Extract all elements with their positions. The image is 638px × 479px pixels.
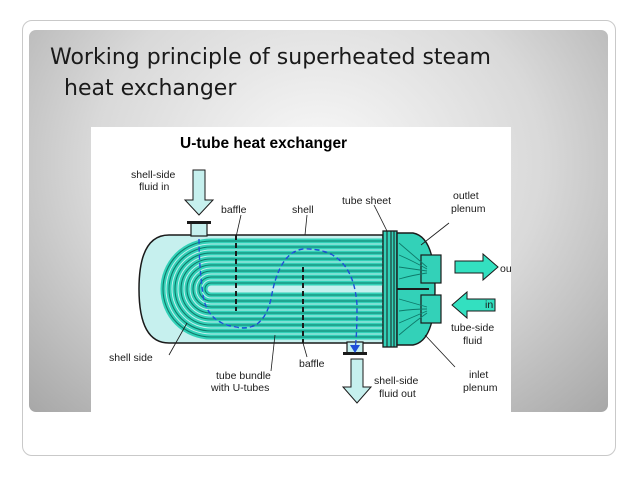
tube-fluid-out-arrow — [454, 252, 499, 282]
label-shell: shell — [292, 204, 314, 216]
label-tube-side-fluid-2: fluid — [463, 335, 482, 347]
label-tube-side-fluid-1: tube-side — [451, 322, 494, 334]
slide-title: Working principle of superheated steam h… — [50, 42, 570, 104]
label-tube-sheet: tube sheet — [342, 195, 391, 207]
shell-inlet-nozzle — [190, 222, 208, 237]
shell-flow-path — [198, 238, 358, 350]
diagram-svg: U-tube heat exchanger — [109, 135, 511, 404]
shell-inlet-flange — [187, 221, 211, 224]
label-inlet-plenum-1: inlet — [469, 369, 488, 381]
tube-fluid-in-arrow — [451, 290, 496, 320]
label-tube-bundle-1: tube bundle — [216, 370, 271, 382]
label-out: out — [500, 263, 511, 275]
label-shell-side-fluid-out-2: fluid out — [379, 388, 416, 400]
label-shell-side: shell side — [109, 352, 153, 364]
label-tube-bundle-2: with U-tubes — [210, 382, 269, 394]
label-baffle-bottom: baffle — [299, 358, 325, 370]
shell-fluid-out-arrow — [341, 358, 373, 404]
label-in: in — [485, 299, 493, 311]
diagram-title: U-tube heat exchanger — [180, 135, 347, 152]
slide-title-line-1: Working principle of superheated steam — [50, 45, 491, 70]
plenum-flow-lines — [398, 242, 428, 336]
label-baffle-top: baffle — [221, 204, 247, 216]
label-outlet-plenum-2: plenum — [451, 203, 486, 215]
tube-sheet — [382, 230, 398, 348]
u-tube-diagram: U-tube heat exchanger — [91, 127, 511, 412]
shell-outlet-flange — [343, 352, 367, 355]
label-outlet-plenum-1: outlet — [453, 190, 479, 202]
shell-fluid-in-arrow — [183, 169, 215, 216]
label-inlet-plenum-2: plenum — [463, 382, 498, 394]
outlet-nozzle — [420, 254, 442, 284]
label-shell-side-fluid-in-1: shell-side — [131, 169, 176, 181]
label-shell-side-fluid-in-2: fluid in — [139, 181, 170, 193]
label-shell-side-fluid-out-1: shell-side — [374, 375, 419, 387]
slide-title-line-2: heat exchanger — [64, 76, 237, 101]
shell-flow-arrowhead — [350, 345, 360, 353]
leader-lines — [168, 204, 456, 372]
